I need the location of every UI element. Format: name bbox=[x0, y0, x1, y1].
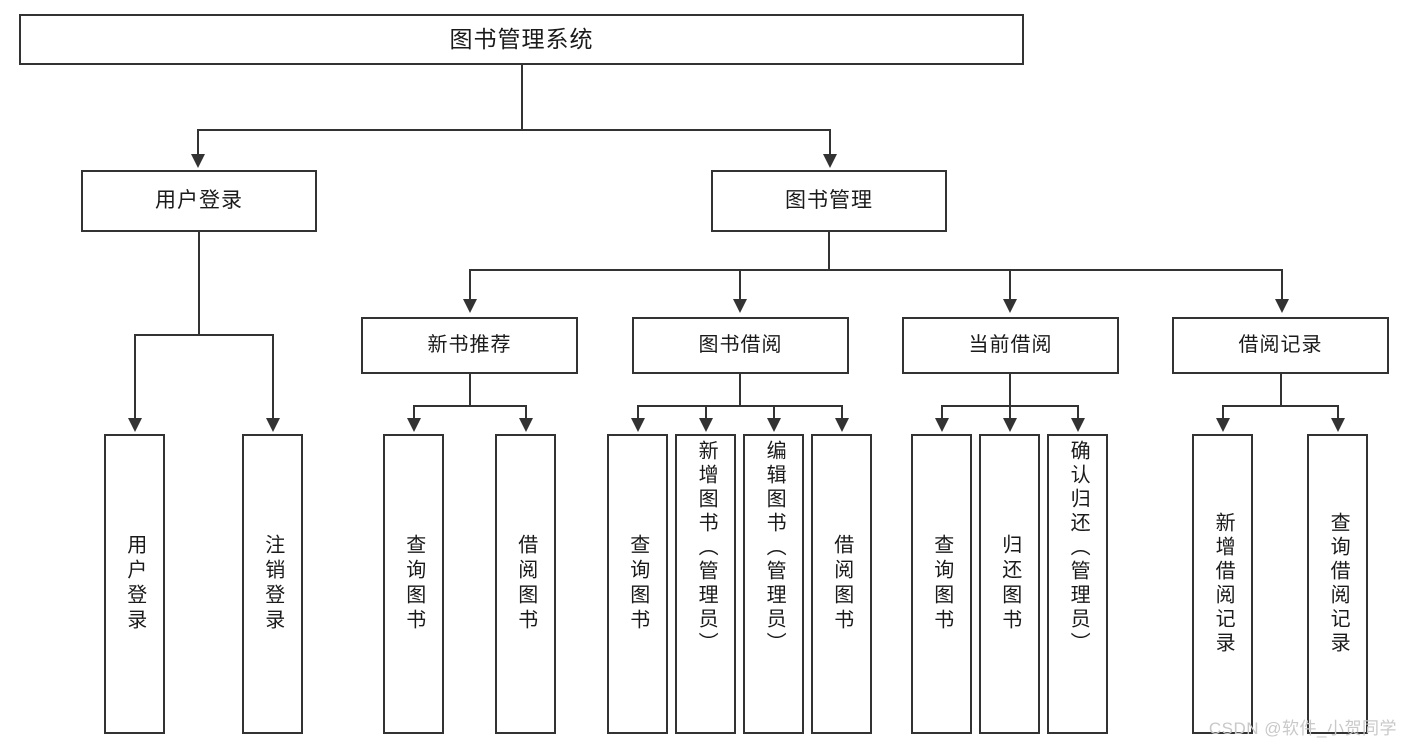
connector-book-manage-bus bbox=[469, 269, 1281, 271]
connector-book-manage-drop-2 bbox=[739, 269, 741, 301]
arrow-to-user-login bbox=[191, 154, 205, 168]
node-label: 借阅记录 bbox=[1238, 334, 1323, 356]
connector-user-login-stem bbox=[198, 232, 200, 334]
arrow-to-leaf-add-record bbox=[1216, 418, 1230, 432]
arrow-to-book-manage bbox=[823, 154, 837, 168]
arrow-to-leaf-borrow-book-1 bbox=[519, 418, 533, 432]
leaf-query-book-current[interactable]: 查询图书 bbox=[911, 434, 972, 734]
arrow-to-leaf-query-book-3 bbox=[935, 418, 949, 432]
arrow-to-leaf-borrow-book-2 bbox=[835, 418, 849, 432]
node-new-book-recommend[interactable]: 新书推荐 bbox=[361, 317, 578, 374]
node-label: 查询借阅记录 bbox=[1327, 512, 1350, 656]
connector-root-drop-2 bbox=[829, 129, 831, 156]
leaf-query-book-recommend[interactable]: 查询图书 bbox=[383, 434, 444, 734]
arrow-to-borrow-record bbox=[1275, 299, 1289, 313]
connector-new-book-drop-2 bbox=[525, 405, 527, 420]
connector-user-login-bus bbox=[134, 334, 272, 336]
node-label: 当前借阅 bbox=[968, 334, 1053, 356]
leaf-return-book[interactable]: 归还图书 bbox=[979, 434, 1040, 734]
node-label: 注销登录 bbox=[261, 534, 284, 634]
arrow-to-leaf-query-book-2 bbox=[631, 418, 645, 432]
arrow-to-book-borrow bbox=[733, 299, 747, 313]
node-current-borrow[interactable]: 当前借阅 bbox=[902, 317, 1119, 374]
node-label: 新书推荐 bbox=[427, 334, 512, 356]
node-label: 新增图书（管理员） bbox=[695, 440, 718, 656]
node-label: 图书管理系统 bbox=[449, 26, 594, 53]
connector-new-book-bus bbox=[413, 405, 527, 407]
node-label: 编辑图书（管理员） bbox=[763, 440, 786, 656]
arrow-to-leaf-user-logout bbox=[266, 418, 280, 432]
arrow-to-leaf-query-book-1 bbox=[407, 418, 421, 432]
connector-new-book-stem bbox=[469, 374, 471, 405]
node-label: 借阅图书 bbox=[514, 534, 537, 634]
csdn-watermark: CSDN @软件_小贺同学 bbox=[1208, 719, 1397, 738]
arrow-to-current-borrow bbox=[1003, 299, 1017, 313]
connector-current-borrow-stem bbox=[1009, 374, 1011, 405]
arrow-to-leaf-add-book bbox=[699, 418, 713, 432]
node-book-borrow[interactable]: 图书借阅 bbox=[632, 317, 849, 374]
connector-borrow-record-drop-2 bbox=[1337, 405, 1339, 420]
connector-borrow-record-bus bbox=[1222, 405, 1339, 407]
leaf-borrow-book-recommend[interactable]: 借阅图书 bbox=[495, 434, 556, 734]
connector-borrow-record-stem bbox=[1280, 374, 1282, 405]
connector-new-book-drop-1 bbox=[413, 405, 415, 420]
node-label: 查询图书 bbox=[930, 534, 953, 634]
node-root-system[interactable]: 图书管理系统 bbox=[19, 14, 1024, 65]
connector-book-manage-drop-4 bbox=[1281, 269, 1283, 301]
node-label: 用户登录 bbox=[123, 534, 146, 634]
node-borrow-record[interactable]: 借阅记录 bbox=[1172, 317, 1389, 374]
connector-current-borrow-drop-2 bbox=[1009, 405, 1011, 420]
leaf-user-login[interactable]: 用户登录 bbox=[104, 434, 165, 734]
arrow-to-leaf-query-record bbox=[1331, 418, 1345, 432]
connector-book-borrow-drop-1 bbox=[637, 405, 639, 420]
node-label: 新增借阅记录 bbox=[1212, 512, 1235, 656]
connector-book-borrow-stem bbox=[739, 374, 741, 405]
leaf-add-borrow-record[interactable]: 新增借阅记录 bbox=[1192, 434, 1253, 734]
node-label: 图书管理 bbox=[785, 188, 873, 212]
connector-book-borrow-drop-3 bbox=[773, 405, 775, 420]
leaf-add-book[interactable]: 新增图书（管理员） bbox=[675, 434, 736, 734]
node-label: 图书借阅 bbox=[698, 334, 783, 356]
connector-book-manage-drop-3 bbox=[1009, 269, 1011, 301]
node-user-login[interactable]: 用户登录 bbox=[81, 170, 317, 232]
arrow-to-leaf-edit-book bbox=[767, 418, 781, 432]
connector-root-drop-1 bbox=[197, 129, 199, 156]
connector-book-manage-stem bbox=[828, 232, 830, 269]
connector-book-borrow-bus bbox=[637, 405, 843, 407]
connector-book-manage-drop-1 bbox=[469, 269, 471, 301]
connector-book-borrow-drop-2 bbox=[705, 405, 707, 420]
connector-borrow-record-drop-1 bbox=[1222, 405, 1224, 420]
arrow-to-leaf-confirm-return bbox=[1071, 418, 1085, 432]
node-label: 确认归还（管理员） bbox=[1067, 440, 1090, 656]
connector-book-borrow-drop-4 bbox=[841, 405, 843, 420]
node-label: 用户登录 bbox=[155, 188, 243, 212]
leaf-user-logout[interactable]: 注销登录 bbox=[242, 434, 303, 734]
arrow-to-new-book-recommend bbox=[463, 299, 477, 313]
arrow-to-leaf-user-login bbox=[128, 418, 142, 432]
node-label: 查询图书 bbox=[402, 534, 425, 634]
leaf-query-borrow-record[interactable]: 查询借阅记录 bbox=[1307, 434, 1368, 734]
leaf-query-book-borrow[interactable]: 查询图书 bbox=[607, 434, 668, 734]
connector-current-borrow-drop-1 bbox=[941, 405, 943, 420]
connector-user-login-drop-2 bbox=[272, 334, 274, 420]
node-label: 归还图书 bbox=[998, 534, 1021, 634]
connector-current-borrow-drop-3 bbox=[1077, 405, 1079, 420]
arrow-to-leaf-return-book bbox=[1003, 418, 1017, 432]
leaf-borrow-book[interactable]: 借阅图书 bbox=[811, 434, 872, 734]
connector-root-stem bbox=[521, 65, 523, 129]
node-label: 查询图书 bbox=[626, 534, 649, 634]
connector-root-bus bbox=[197, 129, 831, 131]
leaf-confirm-return[interactable]: 确认归还（管理员） bbox=[1047, 434, 1108, 734]
leaf-edit-book[interactable]: 编辑图书（管理员） bbox=[743, 434, 804, 734]
connector-user-login-drop-1 bbox=[134, 334, 136, 420]
node-label: 借阅图书 bbox=[830, 534, 853, 634]
node-book-manage[interactable]: 图书管理 bbox=[711, 170, 947, 232]
